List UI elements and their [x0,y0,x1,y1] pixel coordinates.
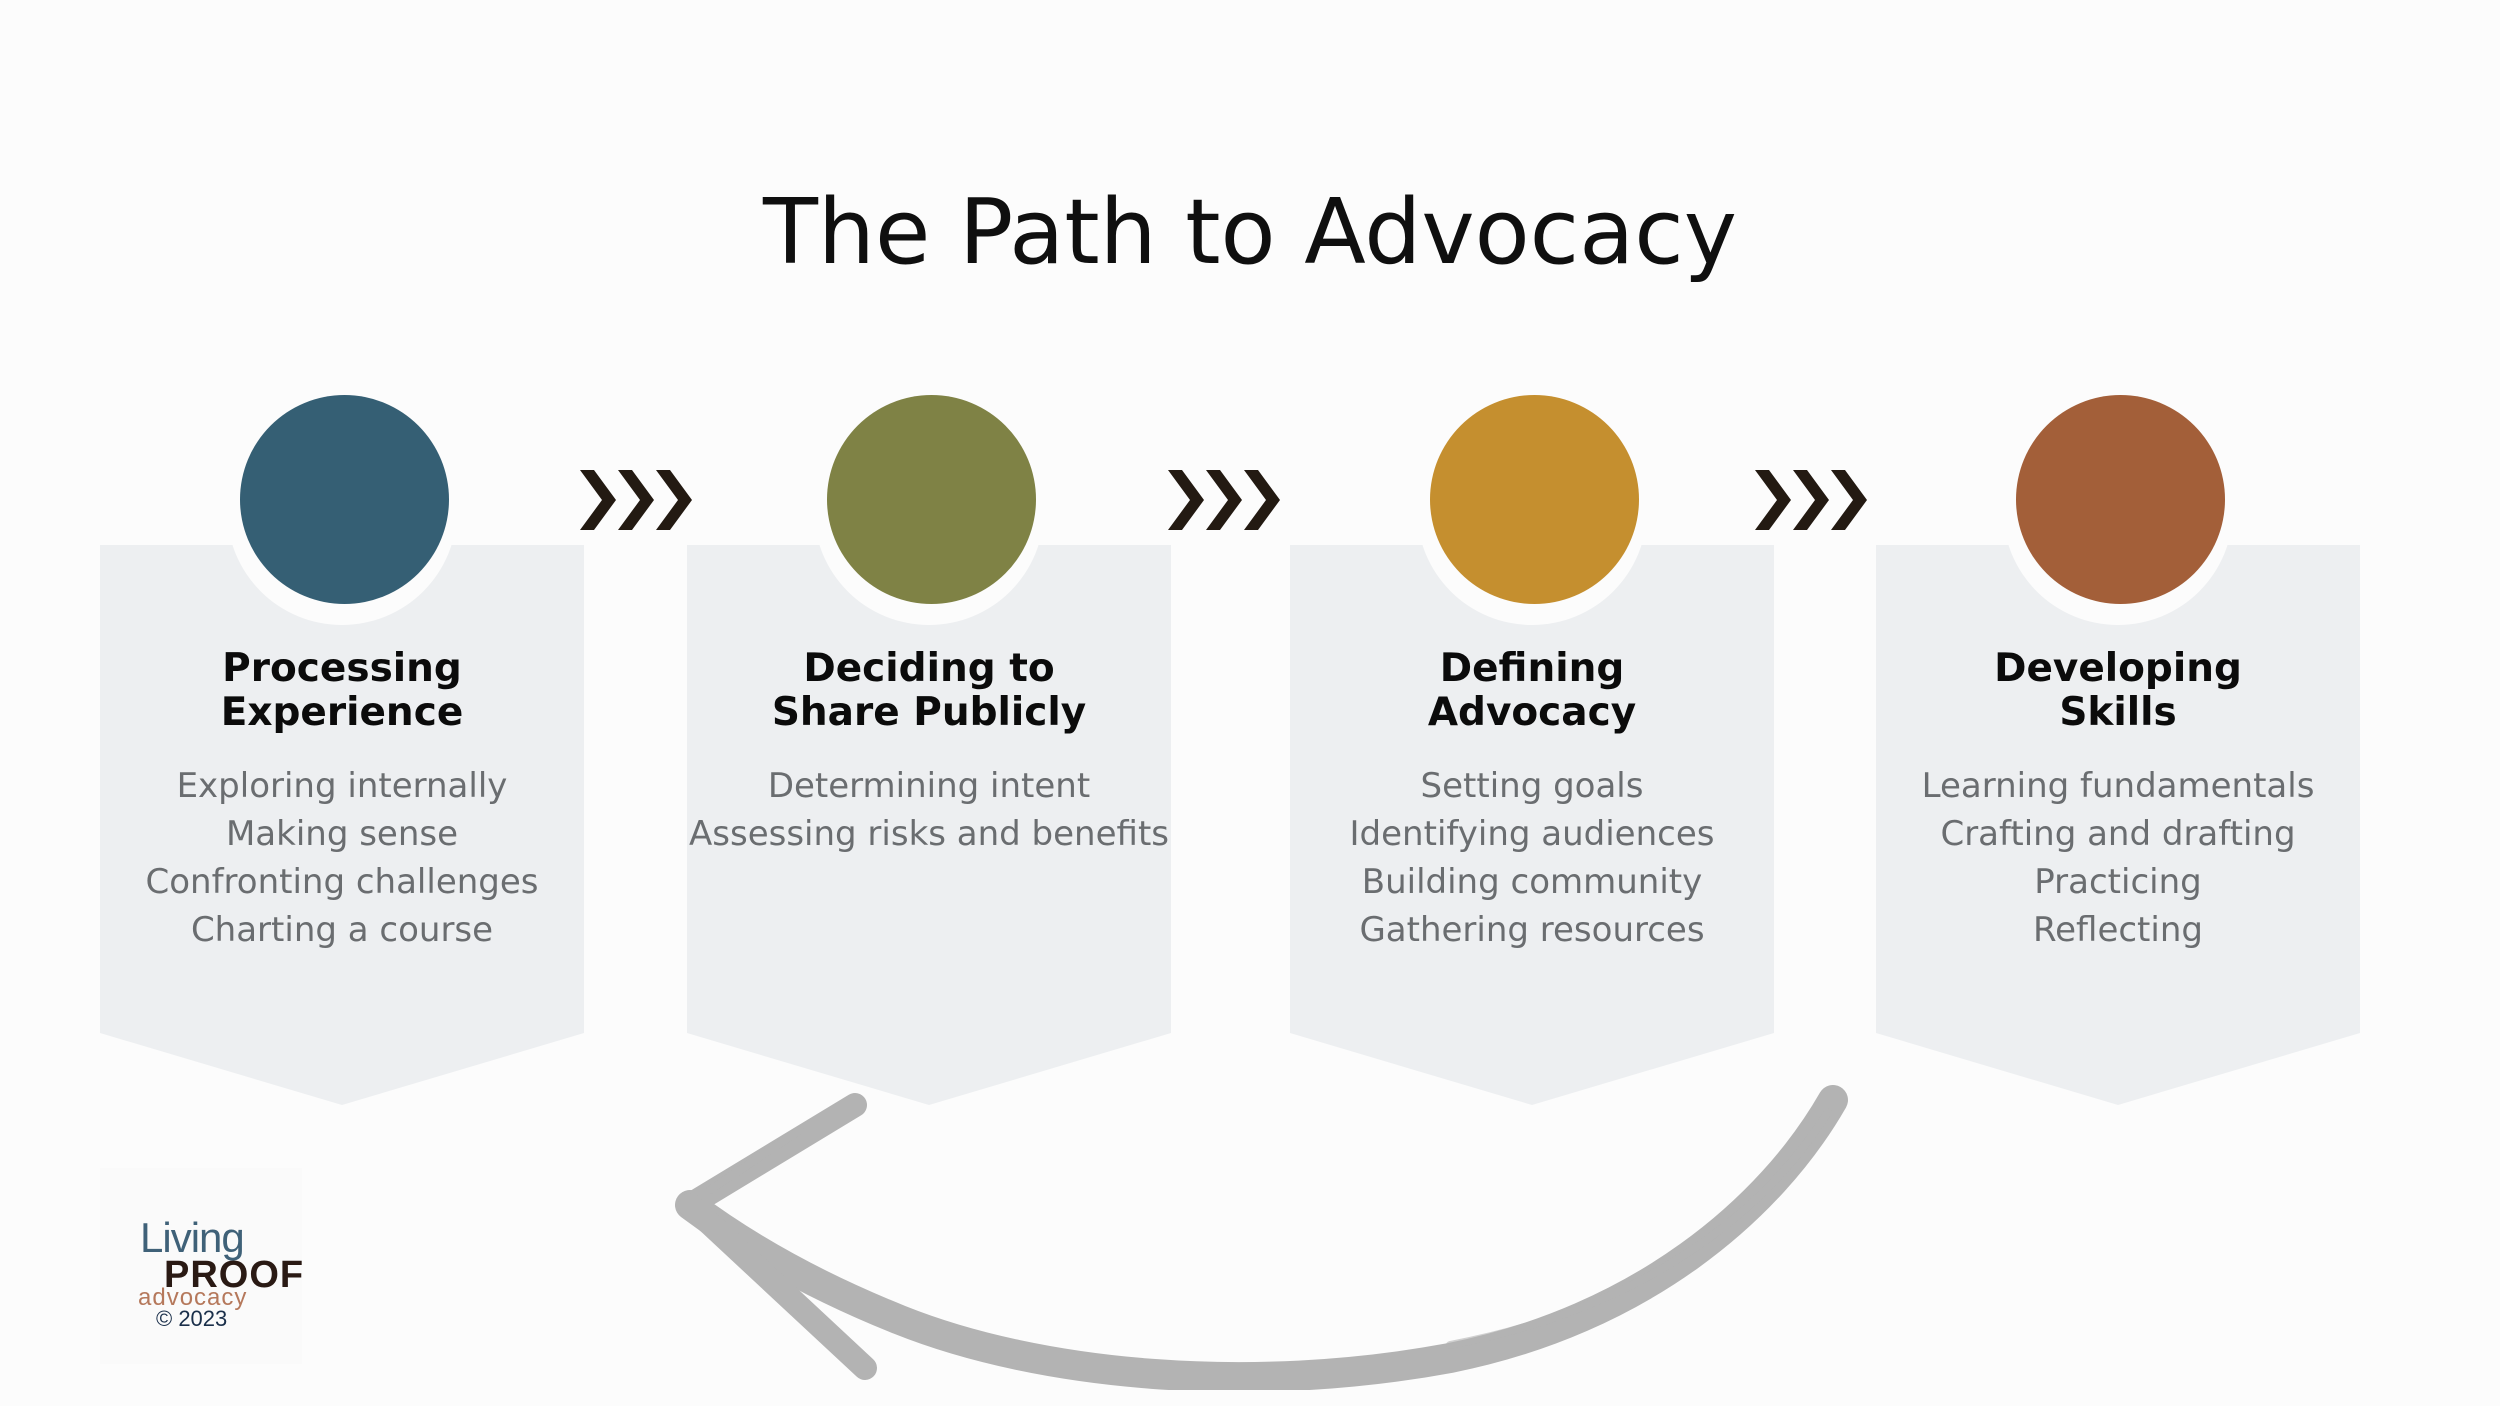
stage-processing-experience: Processing Experience Exploring internal… [100,395,584,1105]
triple-chevron-icon [580,470,692,530]
stage-item: Setting goals [1420,766,1644,806]
stage-item-list: Exploring internally Making sense Confro… [100,762,584,954]
stage-card [1290,545,1774,1105]
stage-item: Exploring internally [176,766,508,806]
stage-heading-line: Skills [2059,690,2177,735]
stage-item: Gathering resources [1359,910,1705,950]
stage-item: Determining intent [767,766,1091,806]
stage-item-list: Determining intent Assessing risks and b… [687,762,1171,858]
stage-card [687,545,1171,1105]
stage-heading-line: Share Publicly [771,690,1087,735]
curved-return-arrow-icon [675,1085,1848,1390]
stage-circle [827,395,1036,604]
triple-chevron-icon [1755,470,1867,530]
stage-heading-line: Defining [1439,646,1625,691]
stage-item-list: Learning fundamentals Crafting and draft… [1876,762,2360,954]
stage-circle [240,395,449,604]
stage-item: Reflecting [2033,910,2203,950]
living-proof-advocacy-logo: Living PROOF advocacy © 2023 [100,1168,305,1364]
stage-item: Building community [1361,862,1703,902]
stage-developing-skills: Developing Skills Learning fundamentals … [1876,395,2360,1105]
stage-heading: Deciding to Share Publicly [687,647,1171,735]
page-title: The Path to Advocacy [762,180,1738,285]
stage-item: Assessing risks and benefits [689,814,1169,854]
stage-heading: Defining Advocacy [1290,647,1774,735]
logo-advocacy-text: advocacy [138,1284,248,1311]
stage-item: Learning fundamentals [1921,766,2315,806]
copyright-text: © 2023 [156,1306,228,1331]
stage-heading: Developing Skills [1876,647,2360,735]
stage-item: Crafting and drafting [1940,814,2296,854]
stage-heading-line: Advocacy [1427,690,1637,735]
stage-circle [2016,395,2225,604]
stage-heading-line: Deciding to [803,646,1055,691]
stage-item: Practicing [2034,862,2202,902]
stage-defining-advocacy: Defining Advocacy Setting goals Identify… [1290,395,1774,1105]
stage-deciding-to-share-publicly: Deciding to Share Publicly Determining i… [687,395,1171,1105]
stage-heading: Processing Experience [100,647,584,735]
stage-card [1876,545,2360,1105]
stage-item-list: Setting goals Identifying audiences Buil… [1290,762,1774,954]
stage-circle [1430,395,1639,604]
stage-heading-line: Processing [222,646,462,691]
stage-card [100,545,584,1105]
stage-item: Confronting challenges [145,862,539,902]
stage-heading-line: Developing [1994,646,2242,691]
logo-proof-text: PROOF [164,1254,305,1296]
logo-living-text: Living [140,1214,245,1261]
triple-chevron-icon [1168,470,1280,530]
stage-item: Charting a course [190,910,494,950]
stage-heading-line: Experience [220,690,464,735]
stage-item: Making sense [225,814,459,854]
stage-item: Identifying audiences [1349,814,1715,854]
